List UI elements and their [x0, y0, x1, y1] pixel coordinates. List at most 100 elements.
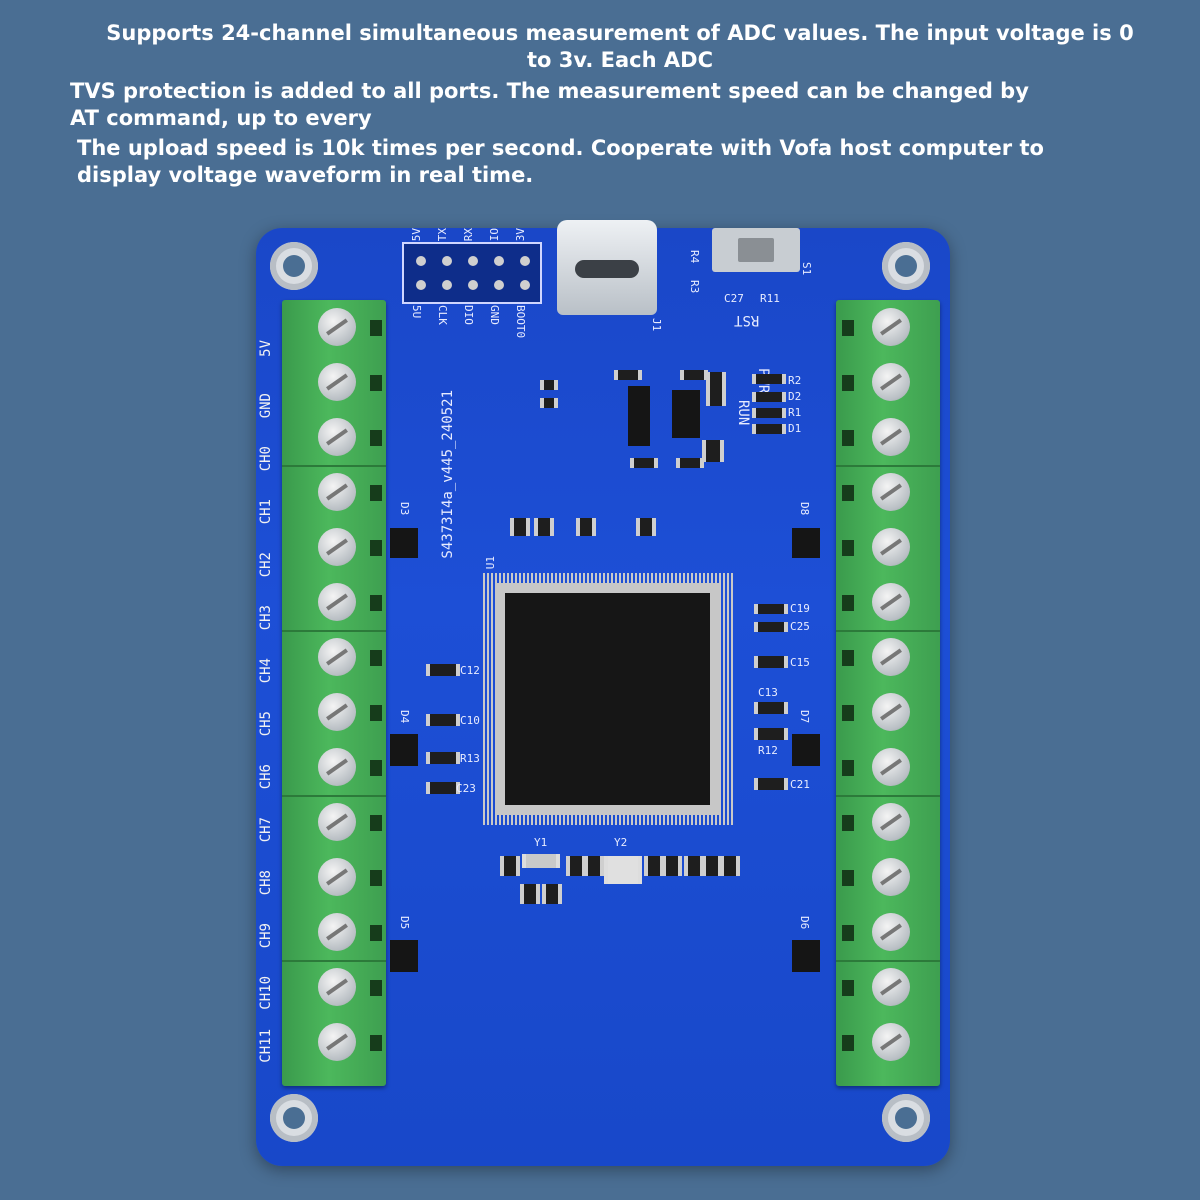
smd-part [676, 458, 704, 468]
terminal-slot [842, 760, 854, 776]
smd-part [426, 782, 460, 794]
reset-label: RST [734, 312, 760, 328]
smd-part [576, 518, 596, 536]
channel-label: CH7 [258, 817, 274, 843]
mounting-hole [270, 1094, 318, 1142]
terminal-screw [318, 748, 356, 786]
terminal-slot [370, 870, 382, 886]
smd-part [752, 408, 786, 418]
header-label-rx: RX [462, 228, 475, 242]
terminal-slot [842, 375, 854, 391]
terminal-slot [842, 705, 854, 721]
label-c25: C25 [790, 620, 810, 633]
terminal-screw [872, 528, 910, 566]
label-c13: C13 [758, 686, 778, 699]
terminal-screw [318, 693, 356, 731]
terminal-screw [318, 638, 356, 676]
terminal-slot [842, 925, 854, 941]
label-c21: C21 [790, 778, 810, 791]
smd-part [754, 622, 788, 632]
smd-part [500, 856, 520, 876]
header-label-3v: 3V [514, 228, 527, 242]
terminal-screw [872, 363, 910, 401]
terminal-slot [842, 650, 854, 666]
smd-part [534, 518, 554, 536]
terminal-slot [370, 760, 382, 776]
terminal-slot [370, 320, 382, 336]
terminal-divider [282, 630, 386, 632]
regulator-chip [628, 386, 650, 446]
terminal-screw [318, 528, 356, 566]
smd-part [702, 856, 722, 876]
header-label-5v: 5V [410, 228, 423, 242]
left-terminal-block [282, 300, 386, 1086]
label-y2: Y2 [614, 836, 628, 849]
smd-part [426, 714, 460, 726]
terminal-slot [370, 430, 382, 446]
channel-label: CH3 [258, 605, 274, 631]
smd-part [754, 702, 788, 714]
terminal-screw [318, 473, 356, 511]
smd-part [720, 856, 740, 876]
header-label-io: IO [488, 228, 501, 242]
terminal-screw [318, 968, 356, 1006]
terminal-slot [370, 375, 382, 391]
label-y1: Y1 [534, 836, 548, 849]
terminal-screw [872, 473, 910, 511]
terminal-screw [318, 803, 356, 841]
mounting-hole [882, 242, 930, 290]
terminal-screw [872, 858, 910, 896]
channel-label: CH11 [258, 1029, 274, 1063]
terminal-screw [872, 308, 910, 346]
terminal-divider [282, 795, 386, 797]
smd-part [540, 380, 558, 390]
label-c12: C12 [460, 664, 480, 677]
channel-label: CH1 [258, 499, 274, 525]
smd-part [636, 518, 656, 536]
smd-part [754, 728, 788, 740]
header-label-tx: TX [436, 228, 449, 242]
terminal-screw [872, 913, 910, 951]
terminal-slot [842, 870, 854, 886]
label-c27: C27 [724, 292, 744, 305]
label-d4: D4 [398, 710, 411, 724]
smd-part [684, 856, 704, 876]
terminal-slot [370, 1035, 382, 1051]
smd-part [426, 664, 460, 676]
smd-part [702, 440, 724, 462]
smd-part [614, 370, 642, 380]
terminal-slot [370, 980, 382, 996]
label-c15: C15 [790, 656, 810, 669]
terminal-screw [318, 418, 356, 456]
terminal-slot [370, 595, 382, 611]
terminal-divider [282, 960, 386, 962]
terminal-screw [872, 1023, 910, 1061]
header-label-5u: 5U [410, 305, 423, 319]
regulator-chip [672, 390, 700, 438]
label-d5: D5 [398, 916, 411, 930]
smd-part [662, 856, 682, 876]
terminal-divider [836, 795, 940, 797]
channel-label: CH8 [258, 870, 274, 896]
terminal-screw [318, 858, 356, 896]
reset-button [712, 228, 800, 272]
terminal-divider [836, 465, 940, 467]
header-label-dio: DIO [462, 305, 475, 325]
label-c23: C23 [456, 782, 476, 795]
channel-label: CH5 [258, 711, 274, 737]
terminal-slot [842, 540, 854, 556]
terminal-screw [872, 693, 910, 731]
smd-part [584, 856, 604, 876]
terminal-slot [370, 485, 382, 501]
terminal-divider [282, 465, 386, 467]
channel-label: CH4 [258, 658, 274, 684]
terminal-divider [836, 960, 940, 962]
terminal-slot [842, 980, 854, 996]
caption-line-3: The upload speed is 10k times per second… [77, 136, 1044, 187]
smd-part [754, 656, 788, 668]
channel-label: CH0 [258, 446, 274, 472]
label-r2: R2 [788, 374, 802, 387]
terminal-screw [318, 583, 356, 621]
channel-label: CH10 [258, 976, 274, 1010]
label-d3: D3 [398, 502, 411, 516]
